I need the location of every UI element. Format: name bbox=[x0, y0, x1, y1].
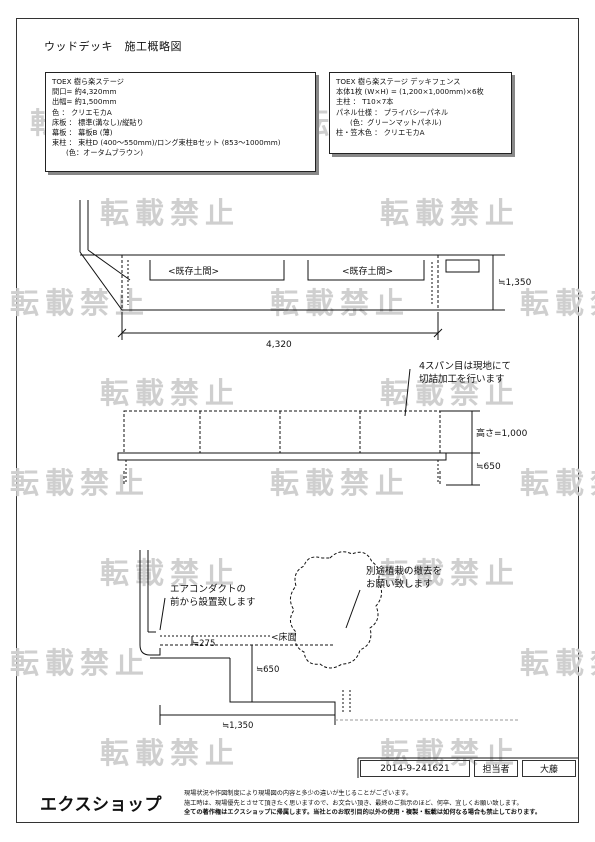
spec-line: TOEX 樹ら楽ステージ bbox=[52, 77, 124, 86]
watermark-text: 転載禁止 bbox=[380, 736, 521, 770]
person-in-charge-name: 大藤 bbox=[522, 760, 576, 777]
section-view bbox=[139, 550, 520, 725]
spec-box-fence: TOEX 樹ら楽ステージ デッキフェンス 本体1枚 (W×H) = (1,200… bbox=[329, 72, 512, 154]
elevation-cut-note-line: 切詰加工を行います bbox=[419, 374, 505, 385]
section-dimension-275: ≒275 bbox=[192, 639, 216, 649]
planting-removal-note: 別途植栽の撤去を お願い致します bbox=[366, 565, 442, 591]
watermark-text: 転載禁止 bbox=[380, 196, 521, 230]
spec-line: (色：オータムブラウン) bbox=[66, 148, 144, 158]
plan-label-existing-right: <既存土間> bbox=[342, 267, 394, 277]
footer-line: 全ての著作権はエクスショップに帰属します。当社とのお取引目的以外の使用・複製・転… bbox=[184, 809, 542, 816]
elevation-cut-note: 4スパン目は現地にて 切詰加工を行います bbox=[419, 360, 511, 386]
watermark-text: 転載禁止 bbox=[10, 466, 151, 500]
aircon-duct-note: エアコンダクトの 前から設置致します bbox=[170, 583, 256, 609]
spec-line: 本体1枚 (W×H) = (1,200×1,000mm)×6枚 bbox=[336, 87, 484, 97]
aircon-duct-note-line: 前から設置致します bbox=[170, 597, 256, 608]
spec-line: 主柱 ： T10×7本 bbox=[336, 97, 394, 107]
footer-notes: 現場状況や作図制度により現場図の内容と多少の違いが生じることがございます。 施工… bbox=[184, 789, 541, 818]
spec-line: 色 ： クリエモカA bbox=[52, 107, 112, 117]
plan-view bbox=[79, 200, 505, 340]
spec-line: 出幅= 約1,500mm bbox=[52, 97, 117, 107]
spec-box-deck: TOEX 樹ら楽ステージ 間口= 約4,320mm 出幅= 約1,500mm 色… bbox=[45, 72, 316, 172]
footer-line: 施工時は、現場優先とさせて頂きたく思いますので、お文合い頂き、最終のご指示のほど… bbox=[184, 799, 523, 807]
watermark-text: 転載禁止 bbox=[380, 556, 521, 590]
person-in-charge-label: 担当者 bbox=[474, 760, 518, 777]
deck-height-dimension: ≒650 bbox=[476, 462, 501, 472]
drawing-frame bbox=[16, 18, 579, 823]
watermark-text: 転載禁止 bbox=[520, 286, 595, 320]
spec-line: 間口= 約4,320mm bbox=[52, 87, 117, 97]
elevation-cut-note-line: 4スパン目は現地にて bbox=[419, 361, 512, 372]
footer-line: 現場状況や作図制度により現場図の内容と多少の違いが生じることがございます。 bbox=[184, 790, 413, 797]
spec-line: 柱・笠木色 ： クリエモカA bbox=[336, 128, 425, 138]
floor-level-label: <床面 bbox=[271, 633, 297, 643]
spec-line: 束柱 ： 束柱D (400～550mm)/ロング束柱Bセット (853～1000… bbox=[52, 138, 281, 148]
company-logo: エクスショップ bbox=[40, 795, 162, 815]
watermark-text: 転載禁止 bbox=[520, 646, 595, 680]
elevation-view bbox=[123, 410, 441, 485]
watermark-text: 転載禁止 bbox=[10, 646, 151, 680]
plan-depth-dimension: ≒1,350 bbox=[498, 278, 532, 288]
watermark-text: 転載禁止 bbox=[380, 376, 521, 410]
watermark-text: 転載禁止 bbox=[270, 286, 411, 320]
watermark-text: 転載禁止 bbox=[100, 376, 241, 410]
drawing-number: 2014-9-241621 bbox=[360, 760, 470, 777]
watermark-text: 転載禁止 bbox=[270, 466, 411, 500]
spec-line: 幕板 ： 幕板B (薄) bbox=[52, 128, 113, 138]
spec-line: TOEX 樹ら楽ステージ デッキフェンス bbox=[336, 77, 461, 86]
aircon-duct-note-line: エアコンダクトの bbox=[170, 584, 247, 595]
watermark-text: 転載禁止 bbox=[100, 556, 241, 590]
watermark-text: 転載禁止 bbox=[100, 196, 241, 230]
plan-label-existing-left: <既存土間> bbox=[168, 267, 220, 277]
spec-line: パネル仕様 ： プライバシーパネル bbox=[336, 107, 449, 117]
plan-width-dimension: 4,320 bbox=[266, 340, 292, 350]
watermark-text: 転載禁止 bbox=[520, 466, 595, 500]
spec-line: (色：グリーンマットパネル) bbox=[350, 117, 442, 127]
page-title: ウッドデッキ 施工概略図 bbox=[44, 40, 182, 53]
section-dimension-1350: ≒1,350 bbox=[222, 721, 254, 731]
spec-line: 床板 ： 標準(溝なし)/縦貼り bbox=[52, 117, 144, 127]
watermark-text: 転載禁止 bbox=[100, 736, 241, 770]
planting-removal-note-line: お願い致します bbox=[366, 579, 433, 590]
planting-removal-note-line: 別途植栽の撤去を bbox=[366, 566, 443, 577]
fence-height-dimension: 高さ=1,000 bbox=[476, 429, 528, 439]
section-dimension-650: ≒650 bbox=[256, 665, 280, 675]
